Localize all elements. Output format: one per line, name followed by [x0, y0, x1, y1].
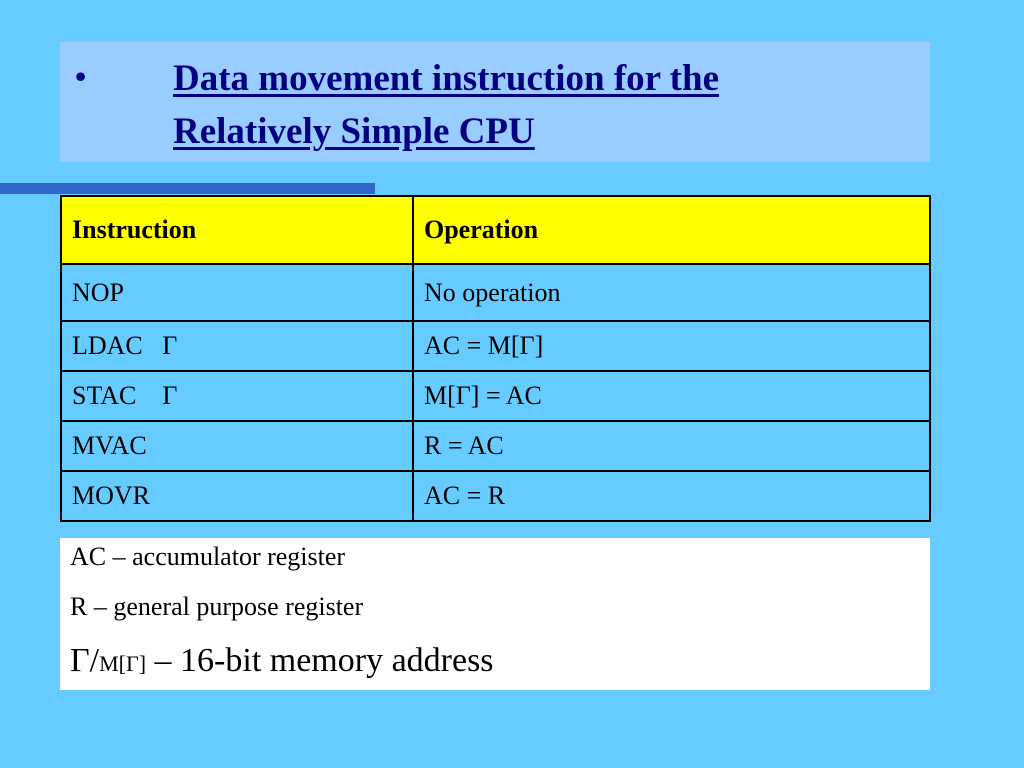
legend-gamma-memory: M[Γ]: [99, 651, 147, 676]
operation-cell: R = AC: [412, 420, 931, 472]
title-bullet: •: [75, 58, 87, 94]
instruction-cell: NOP: [60, 263, 414, 322]
legend-gamma: Γ/M[Γ] – 16-bit memory address: [70, 642, 494, 680]
table-row: MVAC R = AC: [60, 420, 931, 472]
instruction-cell: MOVR: [60, 470, 414, 522]
table-row: NOP No operation: [60, 263, 931, 322]
instruction-cell: LDAC Γ: [60, 320, 414, 372]
title-line-2: Relatively Simple CPU: [173, 111, 535, 152]
instruction-table: Instruction Operation NOP No operation L…: [60, 195, 931, 522]
operation-cell: AC = R: [412, 470, 931, 522]
operation-cell: M[Γ] = AC: [412, 370, 931, 422]
table-row: STAC Γ M[Γ] = AC: [60, 370, 931, 422]
instruction-cell: MVAC: [60, 420, 414, 472]
table-row: LDAC Γ AC = M[Γ]: [60, 320, 931, 372]
header-operation: Operation: [412, 195, 931, 265]
accent-bar: [0, 183, 375, 194]
legend-r: R – general purpose register: [70, 592, 364, 621]
slide-title: Data movement instruction for the Relati…: [173, 52, 913, 158]
legend-gamma-desc: – 16-bit memory address: [146, 642, 494, 679]
title-box: [60, 42, 930, 162]
legend-box: AC – accumulator register R – general pu…: [60, 538, 930, 690]
title-line-1: Data movement instruction for the: [173, 58, 720, 99]
table-header-row: Instruction Operation: [60, 195, 931, 265]
table-row: MOVR AC = R: [60, 470, 931, 522]
operation-cell: No operation: [412, 263, 931, 322]
legend-ac: AC – accumulator register: [70, 542, 346, 571]
legend-gamma-symbol: Γ/: [70, 642, 100, 679]
operation-cell: AC = M[Γ]: [412, 320, 931, 372]
instruction-cell: STAC Γ: [60, 370, 414, 422]
header-instruction: Instruction: [60, 195, 414, 265]
